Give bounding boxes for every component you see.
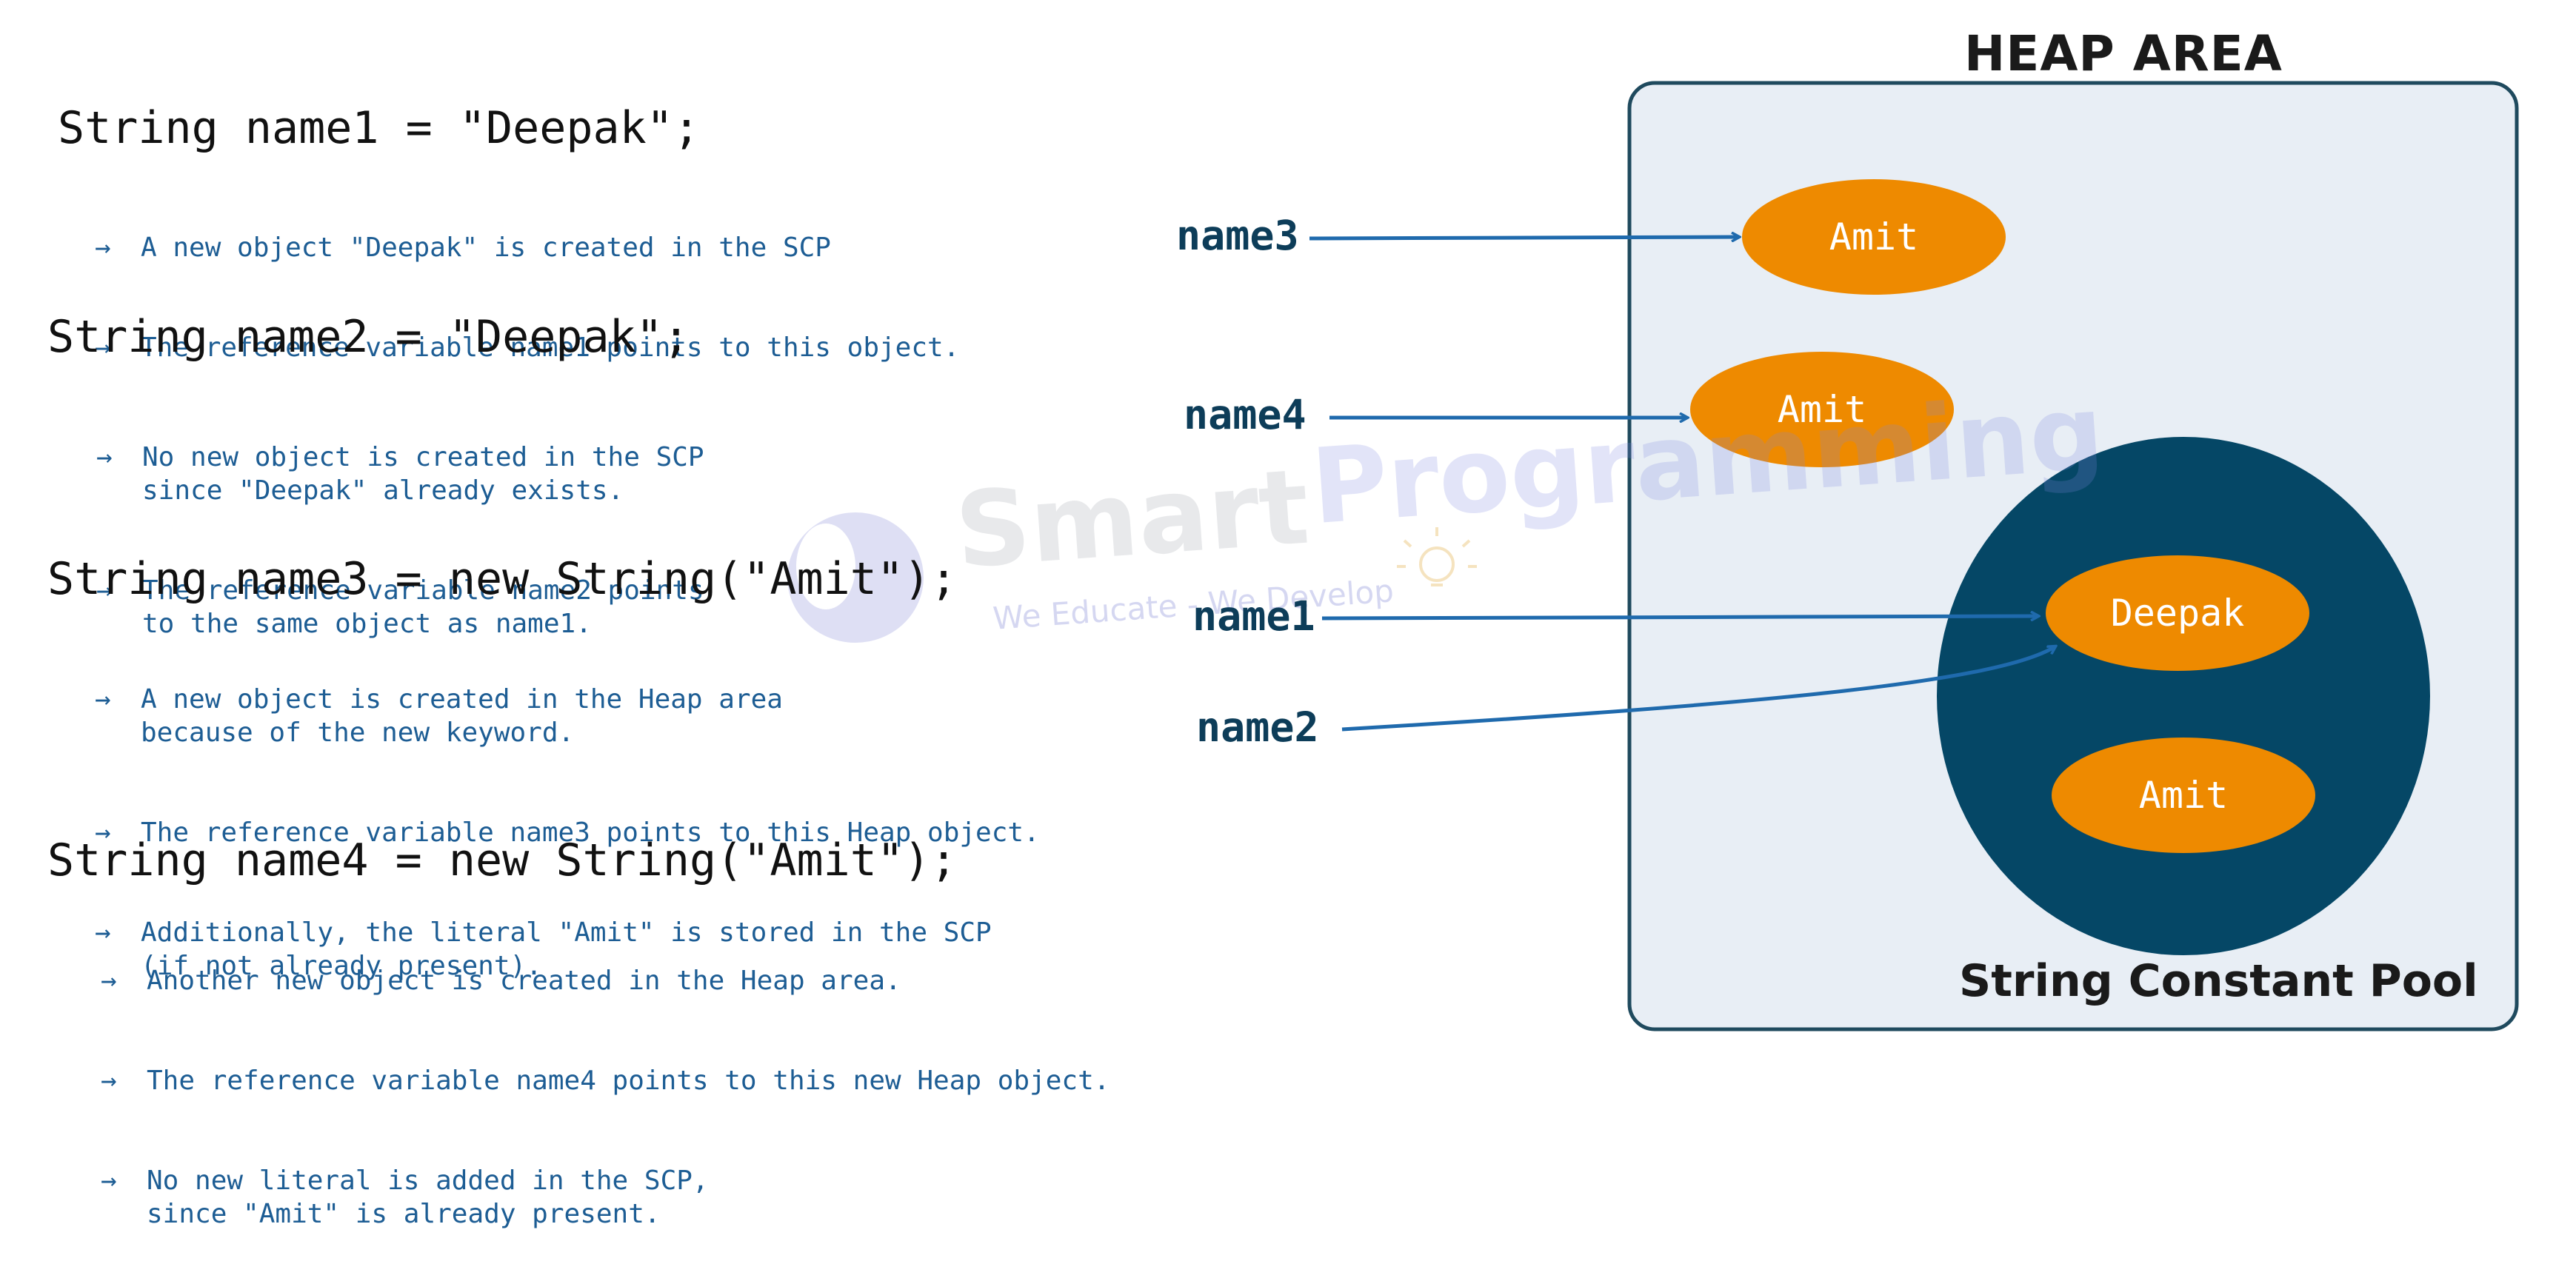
watermark-logo-icon xyxy=(787,512,924,643)
string-constant-pool-circle xyxy=(1937,437,2430,955)
arrow-bullet-icon: → xyxy=(95,917,111,948)
note-item: →No new literal is added in the SCP,sinc… xyxy=(101,1166,709,1229)
note-item: →A new object is created in the Heap are… xyxy=(95,684,783,748)
arrow-name2 xyxy=(1341,646,2055,732)
heap-object-amit-1-label: Amit xyxy=(1829,215,1919,258)
heap-object-amit-2 xyxy=(1690,352,1954,467)
statement-1-code: String name1 = "Deepak"; xyxy=(58,102,700,154)
arrow-bullet-icon: → xyxy=(101,1166,117,1196)
statement-3-notes: →A new object is created in the Heap are… xyxy=(95,616,1040,1016)
heap-object-amit-2-label: Amit xyxy=(1777,388,1867,431)
statement-3-code: String name3 = new String("Amit"); xyxy=(47,553,958,605)
scp-object-amit xyxy=(2052,738,2315,853)
lightbulb-icon xyxy=(1397,527,1477,586)
arrow-name1 xyxy=(1321,616,2038,618)
watermark-brand-left: Smart xyxy=(951,447,1313,592)
note-item: →Additionally, the literal "Amit" is sto… xyxy=(95,917,992,981)
diagram-canvas xyxy=(787,81,2519,1031)
scp-object-deepak-label: Deepak xyxy=(2110,592,2245,635)
variable-name4: name4 xyxy=(1184,391,1307,438)
heap-area-title: HEAP AREA xyxy=(1964,25,2283,82)
arrow-bullet-icon: → xyxy=(96,575,113,606)
arrow-bullet-icon: → xyxy=(96,442,113,472)
arrow-bullet-icon: → xyxy=(101,966,117,996)
variable-name3: name3 xyxy=(1176,212,1299,259)
note-item: →A new object "Deepak" is created in the… xyxy=(95,233,831,263)
string-constant-pool-title: String Constant Pool xyxy=(1959,955,2478,1007)
statement-4-code: String name4 = new String("Amit"); xyxy=(47,835,958,886)
variable-name1: name1 xyxy=(1192,592,1315,640)
arrow-bullet-icon: → xyxy=(101,1066,117,1096)
note-item: →The reference variable name3 points to … xyxy=(95,817,1040,848)
arrow-bullet-icon: → xyxy=(95,233,111,263)
scp-object-amit-label: Amit xyxy=(2138,774,2229,817)
statement-4-notes: →Another new object is created in the He… xyxy=(101,897,1110,1264)
scp-object-deepak xyxy=(2046,555,2309,671)
arrow-bullet-icon: → xyxy=(95,332,111,363)
note-item: →The reference variable name4 points to … xyxy=(101,1066,1110,1096)
arrow-bullet-icon: → xyxy=(95,817,111,848)
variable-name2: name2 xyxy=(1196,703,1319,751)
note-item: →The reference variable name1 points to … xyxy=(95,332,960,363)
statement-2-code: String name2 = "Deepak"; xyxy=(47,311,690,363)
heap-object-amit-1 xyxy=(1742,179,2006,295)
note-item: →Another new object is created in the He… xyxy=(101,966,901,996)
arrow-bullet-icon: → xyxy=(95,684,111,715)
arrow-name3 xyxy=(1309,237,1739,238)
statement-1-notes: →A new object "Deepak" is created in the… xyxy=(95,164,959,398)
